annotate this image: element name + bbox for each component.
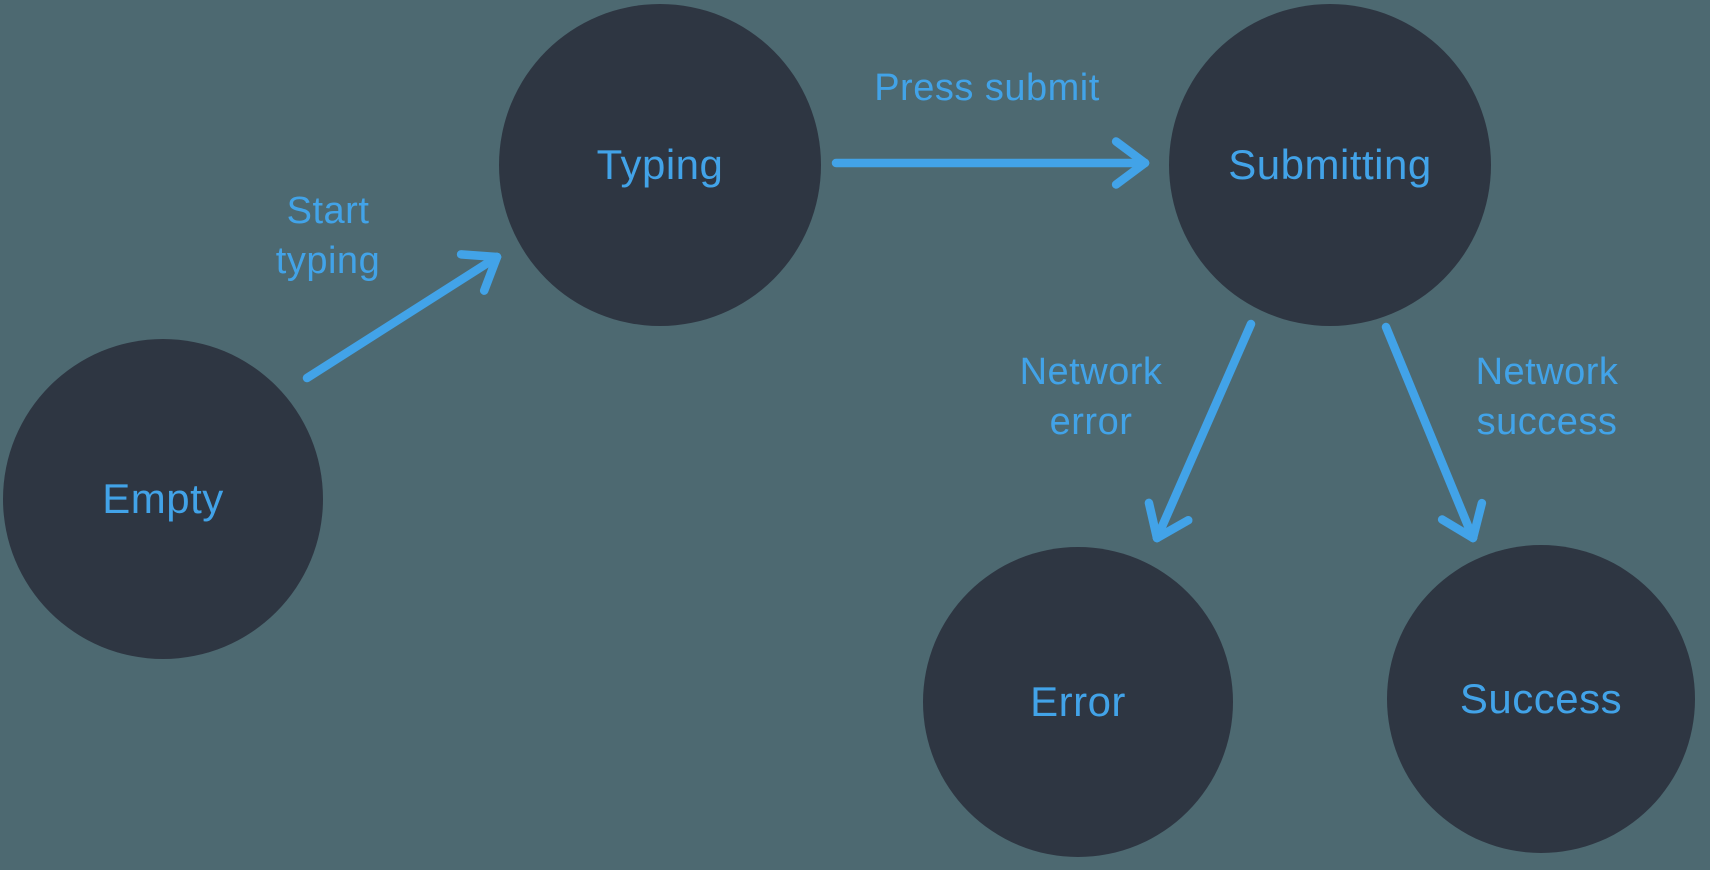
state-node-typing-label: Typing <box>596 141 724 188</box>
edge-label-start-typing: Start typing <box>275 190 381 282</box>
arrow-submitting-to-success <box>1381 322 1487 543</box>
edge-label-network-success: Network success <box>1475 351 1619 443</box>
state-node-error-label: Error <box>1030 678 1126 725</box>
arrow-empty-to-typing <box>302 250 502 383</box>
edge-label-network-error: Network error <box>1019 351 1163 443</box>
state-node-success: Success <box>1387 545 1695 853</box>
state-node-error: Error <box>923 547 1233 857</box>
arrow-typing-to-submitting <box>831 137 1150 189</box>
state-node-submitting: Submitting <box>1169 4 1491 326</box>
state-node-empty-label: Empty <box>102 475 224 522</box>
state-node-typing: Typing <box>499 4 821 326</box>
state-node-empty: Empty <box>3 339 323 659</box>
arrow-submitting-to-error <box>1144 319 1256 543</box>
state-node-submitting-label: Submitting <box>1228 141 1432 188</box>
edge-label-press-submit: Press submit <box>874 67 1100 109</box>
state-node-success-label: Success <box>1459 675 1623 722</box>
